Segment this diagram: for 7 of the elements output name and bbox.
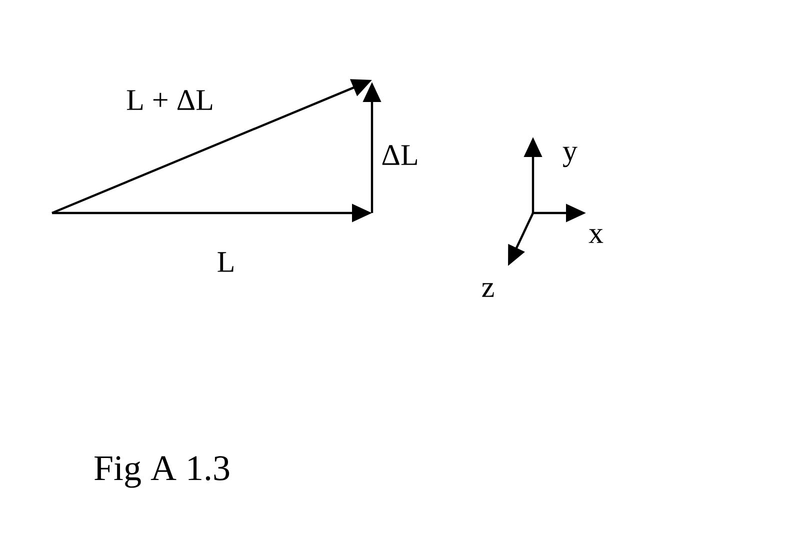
- axis-label: y: [562, 146, 578, 168]
- axis-label: x: [588, 229, 604, 243]
- axis-label: z: [482, 283, 494, 297]
- vector-label: L + ΔL: [126, 90, 212, 110]
- figure-caption: Fig A 1.3: [94, 456, 230, 488]
- vector-label: L: [218, 252, 234, 272]
- vector-label: ΔL: [382, 145, 418, 165]
